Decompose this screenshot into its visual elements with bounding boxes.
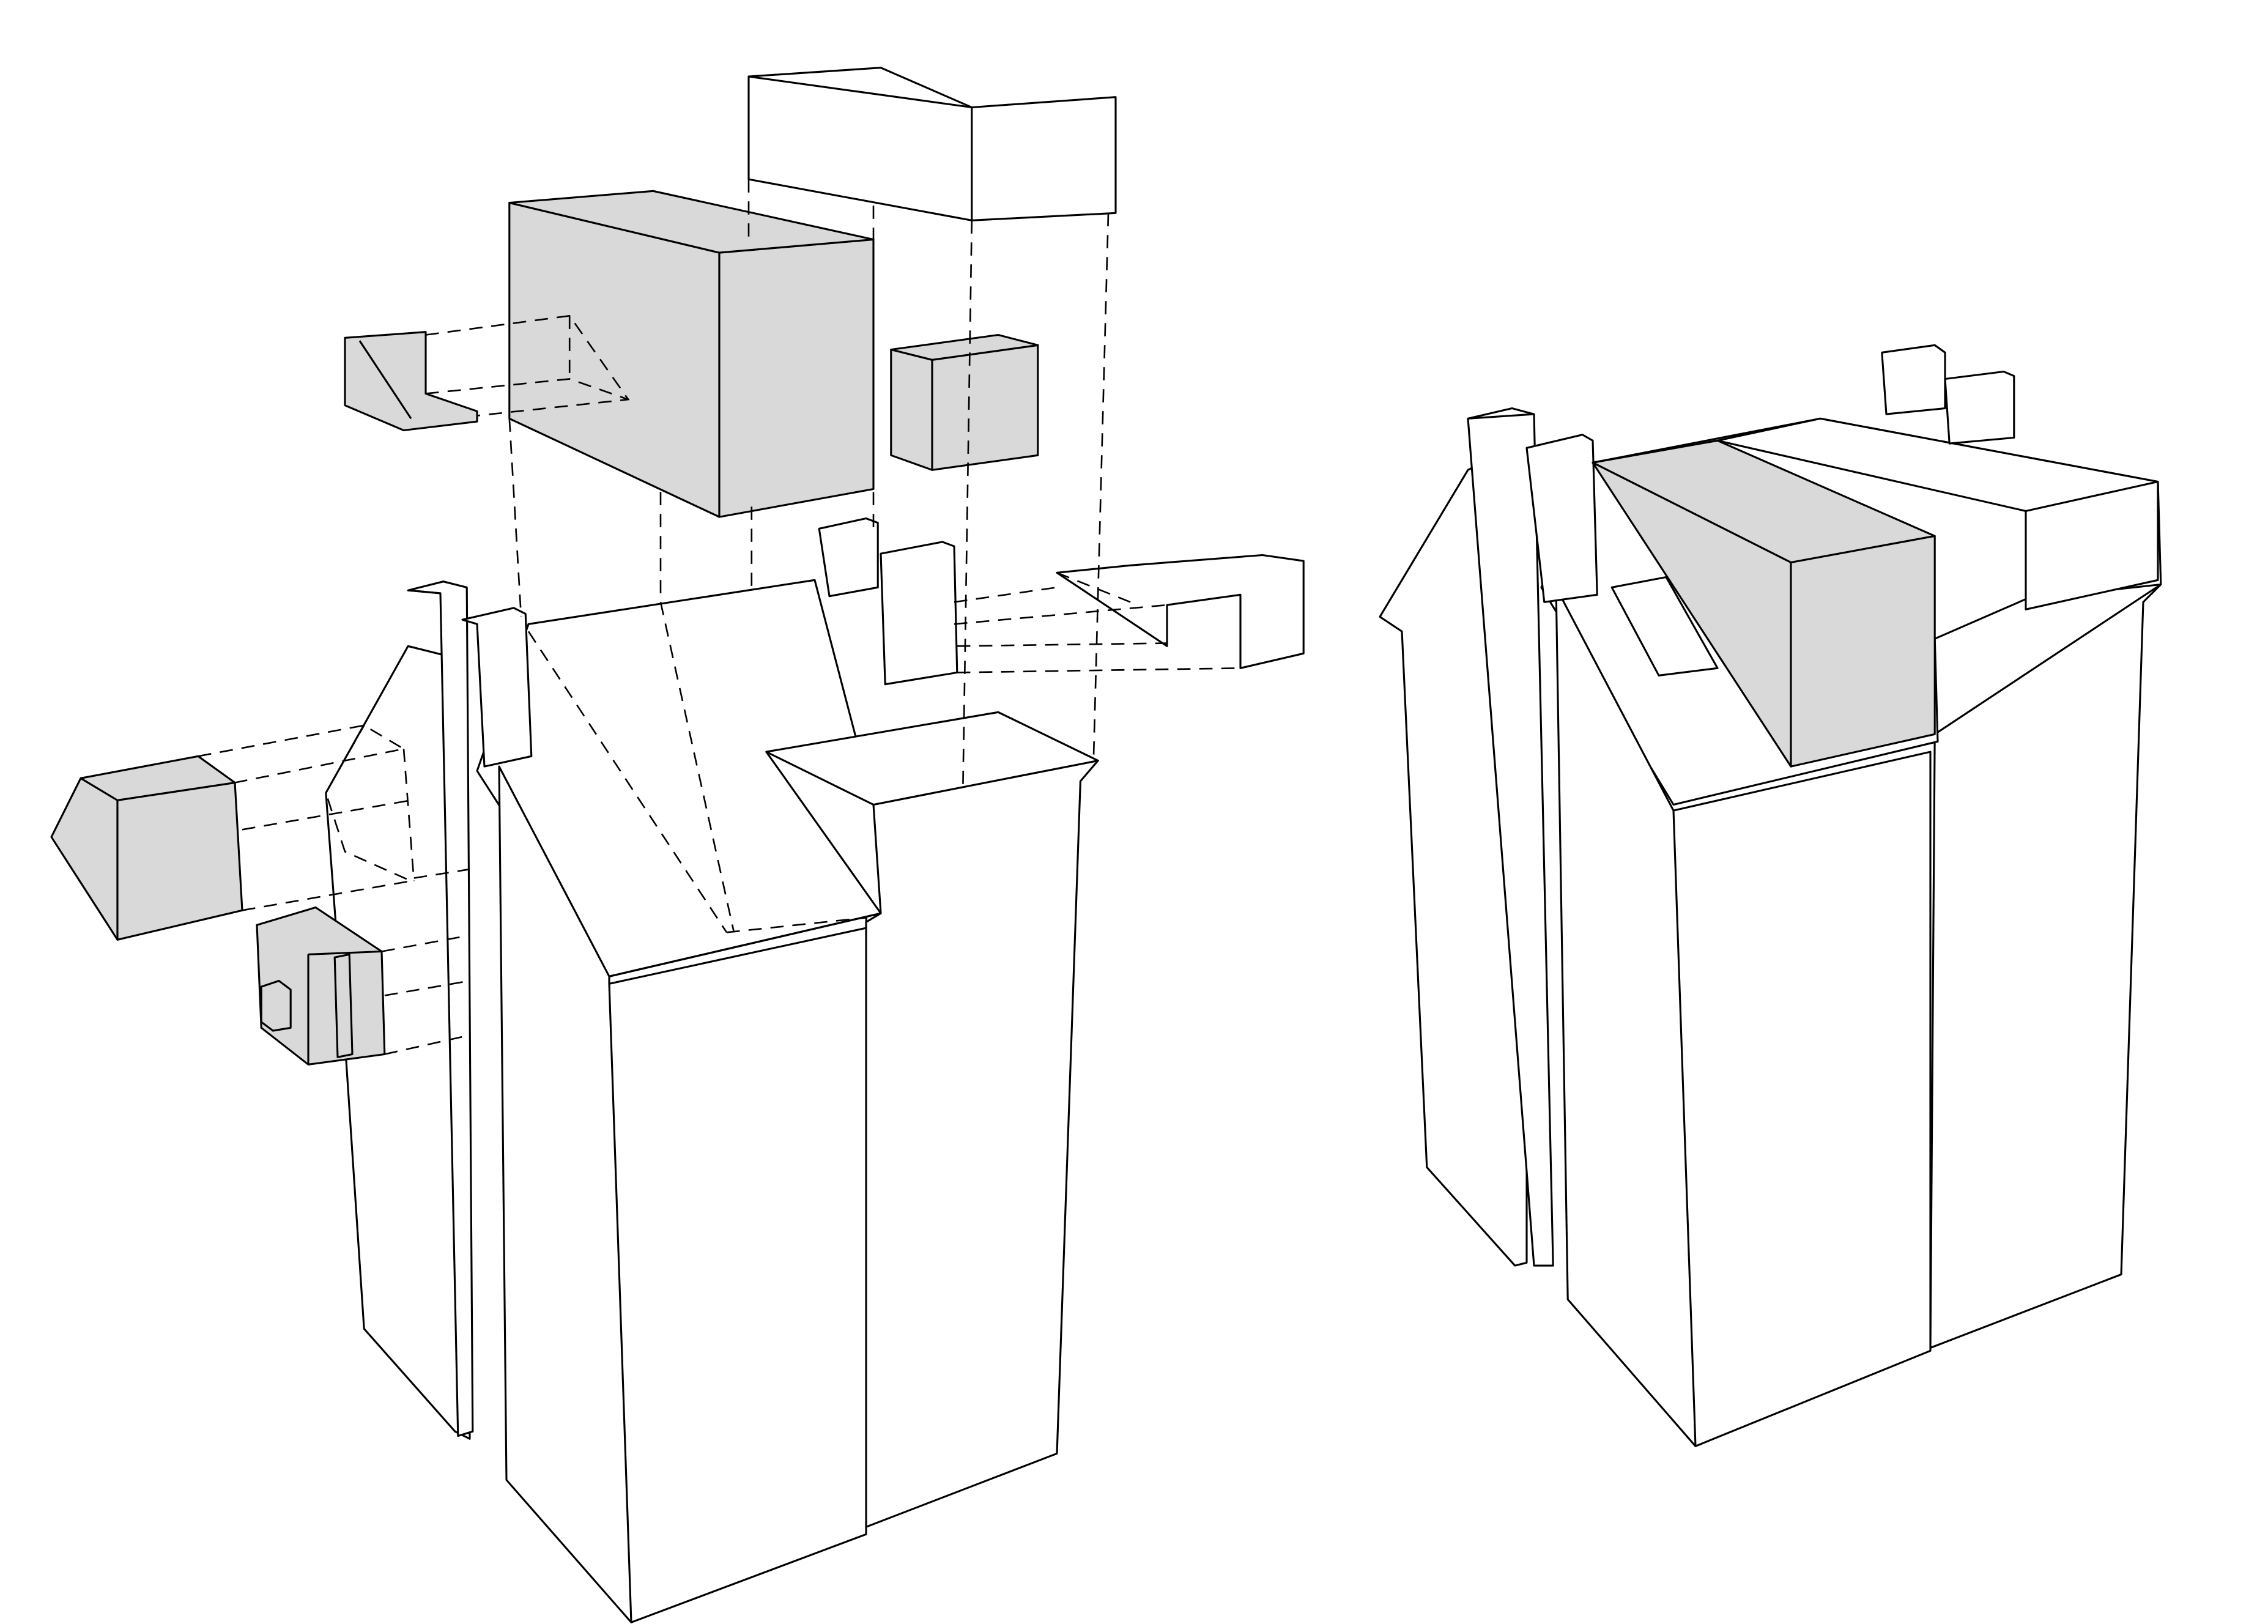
assembled-stack-b [1944, 370, 2015, 445]
rear-volume [865, 759, 1099, 1528]
assembled-front-chimney [1525, 434, 1598, 603]
rear-roof [765, 711, 1099, 806]
assembled-grey-roof-block [1592, 439, 1936, 768]
assembled-dormer-opening [1610, 576, 1719, 677]
assembled-house [1379, 344, 2162, 1447]
assembled-tall-chimney [1467, 407, 1554, 1267]
assembled-stack-a [1881, 344, 1946, 415]
projection-lines [198, 179, 1241, 1055]
grey-roof-block [508, 190, 875, 518]
top-block [747, 67, 1117, 221]
exploded-house-assembly [50, 67, 1305, 1623]
main-front-wall [498, 765, 867, 1623]
grey-wedge-piece [344, 331, 478, 432]
chimney-stack-a [818, 517, 879, 598]
front-chimney [461, 607, 533, 768]
assembled-rear-volume [1929, 583, 2162, 1349]
grey-window-block [256, 906, 386, 1066]
chimney-stack-b [880, 541, 958, 686]
side-extension-frame [1056, 554, 1305, 669]
grey-side-block [50, 755, 243, 941]
grey-dormer-block [890, 333, 1039, 471]
